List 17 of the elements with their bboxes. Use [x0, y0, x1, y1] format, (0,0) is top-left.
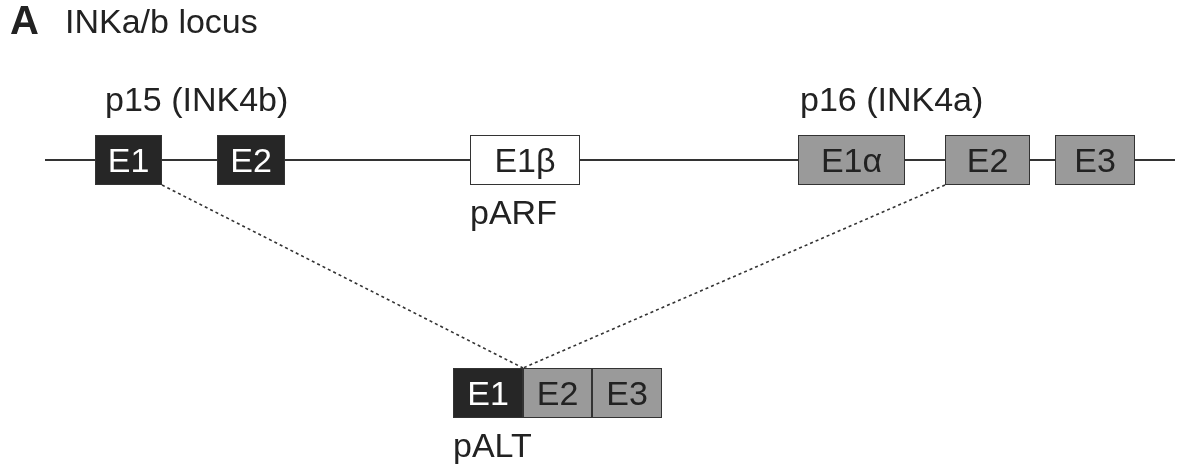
- promoter-label: pARF: [470, 193, 557, 232]
- gene-label: p16 (INK4a): [800, 80, 984, 119]
- exon-box: E1β: [470, 135, 580, 185]
- exon-box: E2: [523, 368, 592, 418]
- gene-label: p15 (INK4b): [105, 80, 289, 119]
- figure-title: INKa/b locus: [65, 2, 258, 41]
- panel-letter: A: [10, 0, 39, 43]
- exon-box: E3: [592, 368, 662, 418]
- promoter-label: pALT: [453, 426, 532, 465]
- exon-box: E2: [945, 135, 1030, 185]
- exon-box: E3: [1055, 135, 1135, 185]
- splice-line: [522, 184, 946, 369]
- exon-box: E1α: [798, 135, 905, 185]
- exon-box: E2: [217, 135, 285, 185]
- exon-box: E1: [453, 368, 523, 418]
- exon-box: E1: [95, 135, 162, 185]
- splice-line: [161, 184, 524, 369]
